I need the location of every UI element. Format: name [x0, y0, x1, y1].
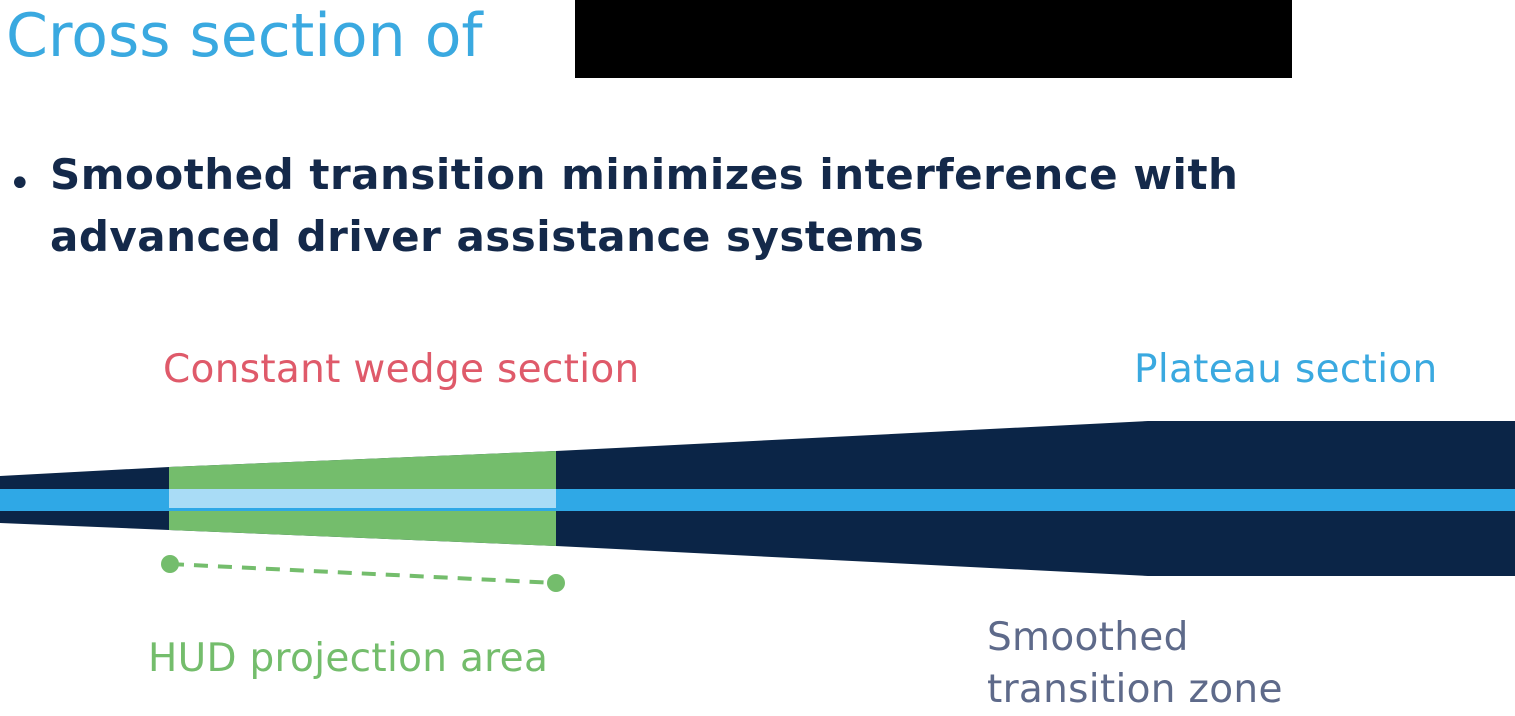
bullet-text: Smoothed transition minimizes interferen… — [50, 144, 1238, 268]
smoothed-label-line1: Smoothed — [987, 615, 1189, 660]
bullet-dot: • — [8, 161, 32, 207]
plateau-label: Plateau section — [1134, 347, 1438, 392]
hud-span-line — [169, 562, 557, 585]
redaction-box — [575, 0, 1292, 78]
constant-wedge-label: Constant wedge section — [163, 347, 640, 392]
interlayer-hud-segment — [169, 489, 556, 508]
bullet-text-line1: Smoothed transition minimizes interferen… — [50, 150, 1239, 199]
hud-area-label: HUD projection area — [148, 636, 549, 681]
hud-span-start-dot — [161, 555, 179, 573]
slide-title: Cross section of — [6, 1, 483, 71]
bullet-text-line2: advanced driver assistance systems — [50, 212, 925, 261]
smoothed-transition-label: Smoothed transition zone — [987, 612, 1283, 716]
hud-span-end-dot — [547, 574, 565, 592]
smoothed-label-line2: transition zone — [987, 667, 1283, 712]
